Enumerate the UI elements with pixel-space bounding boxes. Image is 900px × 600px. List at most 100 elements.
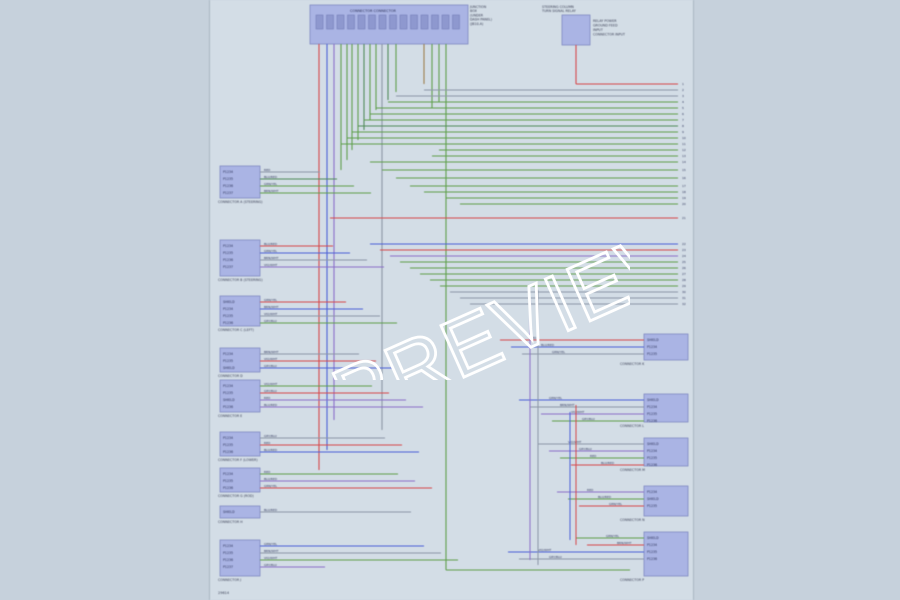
terminal-number-17: 18	[682, 190, 686, 194]
terminal-number-15: 16	[682, 176, 686, 180]
left-module-caption-0: CONNECTOR A (STEERING)	[218, 200, 263, 204]
right-wire-label-4-3: GRY/BLU	[549, 555, 562, 559]
right-module-pin-label-2-2: P1235	[647, 456, 657, 460]
left-module-pin-label-8-1: P1235	[223, 551, 233, 555]
left-module-pin-label-0-0: P1234	[223, 170, 233, 174]
right-module-pin-label-4-3: P1236	[647, 557, 657, 561]
left-module-pin-label-3-1: P1235	[223, 359, 233, 363]
right-module-pin-label-4-0: SHIELD	[647, 536, 659, 540]
right-module-pin-label-1-2: P1235	[647, 412, 657, 416]
left-wire-label-4-2: RED	[264, 396, 271, 400]
left-wire-label-0-2: GRN/YEL	[264, 182, 277, 186]
right-module-pin-label-0-1: P1234	[647, 345, 657, 349]
left-module-pin-label-7-0: SHIELD	[223, 510, 235, 514]
left-module-pin-label-4-0: P1234	[223, 384, 233, 388]
left-module-pin-label-8-3: P1237	[223, 565, 233, 569]
terminal-number-12: 13	[682, 154, 686, 158]
left-module-pin-label-4-2: SHIELD	[223, 398, 235, 402]
top-connector-pin	[336, 14, 345, 30]
left-module-pin-label-3-0: P1234	[223, 352, 233, 356]
left-module-pin-label-6-2: P1236	[223, 486, 233, 490]
top-connector-note-2: (UNDER	[470, 13, 484, 17]
left-wire-label-6-1: BLU/RED	[264, 477, 278, 481]
left-wire-label-1-1: GRN/YEL	[264, 249, 277, 253]
terminal-number-19: 20	[682, 202, 686, 206]
left-wire-label-3-2: GRY/BLU	[264, 364, 277, 368]
left-wire-label-8-2: VIO/WHT	[264, 556, 278, 560]
left-module-connector-4	[219, 379, 261, 413]
left-module-pin-label-2-3: P1236	[223, 321, 233, 325]
right-module-pin-label-3-1: SHIELD	[647, 497, 659, 501]
relay-note-1: TURN SIGNAL RELAY	[541, 9, 577, 13]
left-wire-label-4-1: GRY/BLU	[264, 389, 277, 393]
right-module-pin-label-4-1: P1234	[647, 543, 657, 547]
terminal-number-8: 9	[682, 130, 684, 134]
relay-pin-label-3: CONNECTOR INPUT	[593, 33, 626, 37]
top-connector-title: CONNECTOR CONNECTOR	[350, 9, 397, 13]
left-module-pin-label-6-0: P1234	[223, 472, 233, 476]
left-module-connector-0	[219, 165, 261, 199]
left-module-connector-5	[219, 431, 261, 457]
terminal-number-1: 2	[682, 88, 684, 92]
left-module-connector-2	[219, 295, 261, 327]
terminal-number-30: 31	[682, 296, 686, 300]
left-module-pin-label-4-1: P1235	[223, 391, 233, 395]
right-module-caption-2: CONNECTOR M	[620, 468, 645, 472]
left-module-pin-label-0-2: P1236	[223, 184, 233, 188]
top-connector-pin	[315, 14, 324, 30]
right-module-connector-3	[643, 485, 689, 517]
left-module-caption-1: CONNECTOR B (STEERING)	[218, 278, 263, 282]
terminal-number-6: 7	[682, 118, 684, 122]
terminal-number-16: 17	[682, 184, 686, 188]
terminal-number-11: 12	[682, 148, 686, 152]
left-module-pin-label-0-1: P1235	[223, 177, 233, 181]
left-module-pin-label-0-3: P1237	[223, 191, 233, 195]
right-module-pin-label-2-0: SHIELD	[647, 442, 659, 446]
right-module-pin-label-1-1: P1234	[647, 405, 657, 409]
terminal-number-18: 19	[682, 196, 686, 200]
left-module-connector-3	[219, 347, 261, 373]
right-module-caption-3: CONNECTOR N	[620, 518, 645, 522]
right-wire-label-1-1: BRN/WHT	[560, 403, 575, 407]
right-module-caption-1: CONNECTOR L	[620, 424, 644, 428]
terminal-number-13: 14	[682, 160, 686, 164]
right-wire-label-4-1: BRN/WHT	[617, 541, 632, 545]
right-module-caption-4: CONNECTOR P	[620, 578, 644, 582]
left-wire-label-3-1: VIO/WHT	[264, 357, 278, 361]
right-wire-label-2-0: VIO/WHT	[568, 440, 582, 444]
terminal-number-0: 1	[682, 82, 684, 86]
right-wire-label-1-2: VIO/WHT	[571, 410, 585, 414]
right-module-pin-label-4-2: P1235	[647, 550, 657, 554]
right-wire-label-1-0: GRN/YEL	[549, 396, 562, 400]
terminal-number-29: 30	[682, 290, 686, 294]
terminal-number-10: 11	[682, 142, 686, 146]
terminal-number-26: 27	[682, 272, 686, 276]
right-wire-label-2-2: RED	[590, 454, 597, 458]
right-wire-label-3-0: RED	[587, 488, 594, 492]
top-connector-pin	[431, 14, 439, 30]
left-wire-label-1-2: BRN/WHT	[264, 256, 279, 260]
left-module-pin-label-1-3: P1237	[223, 265, 233, 269]
top-connector-pin	[399, 14, 408, 30]
left-module-connector-1	[219, 239, 261, 277]
terminal-number-27: 28	[682, 278, 686, 282]
left-wire-label-4-0: VIO/WHT	[264, 382, 278, 386]
left-wire-label-8-1: BRN/WHT	[264, 549, 279, 553]
left-wire-label-4-3: BLU/RED	[264, 403, 278, 407]
top-connector-note-3: DASH PANEL)	[470, 18, 492, 22]
left-wire-label-0-0: RED	[264, 168, 271, 172]
top-connector-pin	[357, 14, 366, 30]
left-module-pin-label-3-2: SHIELD	[223, 366, 235, 370]
left-module-pin-label-1-2: P1236	[223, 258, 233, 262]
left-module-caption-6: CONNECTOR G (ROD)	[218, 494, 254, 498]
terminal-number-4: 5	[682, 106, 684, 110]
left-wire-label-2-2: VIO/WHT	[264, 312, 278, 316]
left-wire-label-2-3: GRY/BLU	[264, 319, 277, 323]
right-wire-label-0-0: RED	[530, 336, 537, 340]
left-module-pin-label-5-0: P1234	[223, 436, 233, 440]
left-wire-label-5-0: GRY/BLU	[264, 434, 277, 438]
left-module-caption-7: CONNECTOR H	[218, 520, 243, 524]
left-wire-label-2-0: GRN/YEL	[264, 298, 277, 302]
top-connector-pin	[420, 14, 429, 30]
turn-signal-relay-connector	[561, 14, 591, 46]
